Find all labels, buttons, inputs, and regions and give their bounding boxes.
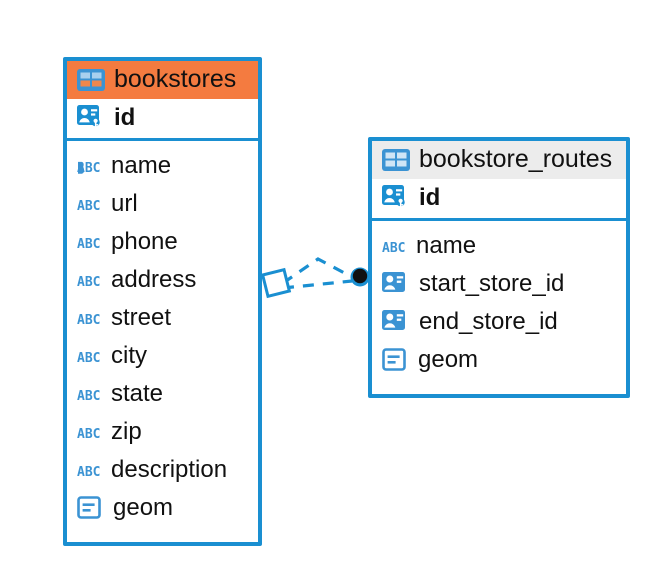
entity-table-bookstore-routes[interactable]: bookstore_routes id ABC name [368, 137, 630, 398]
field-row[interactable]: ABC address [67, 261, 258, 299]
field-row[interactable]: ABC zip [67, 413, 258, 451]
field-label: end_store_id [419, 308, 558, 336]
svg-text:ABC: ABC [77, 427, 100, 440]
foreign-key-icon [382, 272, 405, 292]
relationship-source-diamond-icon [260, 267, 292, 299]
entity-primary-key-label: id [419, 184, 441, 211]
entity-table-bookstores[interactable]: bookstores id ABC name [63, 57, 262, 546]
abc-text-icon: ABC [382, 241, 405, 254]
entity-field-list: ABC name ABC url ABC phone ABC [67, 141, 258, 534]
geometry-icon [77, 496, 101, 519]
field-row[interactable]: geom [372, 341, 626, 379]
field-row[interactable]: end_store_id [372, 303, 626, 341]
abc-text-icon: ABC [77, 199, 100, 212]
abc-text-icon: ABC [77, 465, 100, 478]
svg-text:ABC: ABC [77, 161, 100, 174]
svg-text:ABC: ABC [77, 465, 100, 478]
field-label: city [111, 342, 147, 370]
field-row[interactable]: ABC city [67, 337, 258, 375]
entity-header-bookstores[interactable]: bookstores [67, 61, 258, 99]
field-label: geom [418, 346, 479, 374]
field-label: geom [113, 494, 174, 522]
svg-text:ABC: ABC [77, 313, 100, 326]
table-icon [382, 148, 410, 171]
field-label: address [111, 266, 197, 294]
field-label: description [111, 456, 228, 484]
geometry-icon [382, 348, 406, 371]
svg-text:ABC: ABC [77, 199, 100, 212]
entity-primary-key-row[interactable]: id [67, 99, 258, 141]
entity-field-list: ABC name start_store_id [372, 221, 626, 386]
svg-text:ABC: ABC [382, 241, 405, 254]
field-row[interactable]: ABC name [67, 147, 258, 185]
abc-text-icon: ABC [77, 351, 100, 364]
field-row[interactable]: ABC name [372, 227, 626, 265]
entity-title: bookstore_routes [419, 145, 613, 173]
entity-primary-key-label: id [114, 104, 136, 131]
primary-key-icon [77, 105, 100, 128]
field-label: url [111, 190, 138, 218]
svg-text:ABC: ABC [77, 237, 100, 250]
field-label: zip [111, 418, 142, 446]
svg-text:ABC: ABC [77, 275, 100, 288]
entity-header-bookstore-routes[interactable]: bookstore_routes [372, 141, 626, 179]
field-label: name [416, 232, 477, 260]
svg-text:ABC: ABC [77, 389, 100, 402]
relationship-line-upper [282, 257, 353, 285]
svg-text:ABC: ABC [77, 351, 100, 364]
foreign-key-icon [382, 310, 405, 330]
field-row[interactable]: ABC url [67, 185, 258, 223]
abc-text-icon: ABC [77, 427, 100, 440]
field-row[interactable]: geom [67, 489, 258, 527]
primary-key-icon [382, 185, 405, 208]
relationship-target-circle-icon [350, 267, 370, 287]
field-label: state [111, 380, 164, 408]
abc-text-icon: ABC [77, 313, 100, 326]
field-label: name [111, 152, 172, 180]
entity-title: bookstores [114, 65, 237, 93]
field-row[interactable]: ABC description [67, 451, 258, 489]
abc-text-icon: ABC [77, 389, 100, 402]
field-row[interactable]: start_store_id [372, 265, 626, 303]
table-icon [77, 68, 105, 91]
entity-primary-key-row[interactable]: id [372, 179, 626, 221]
field-label: street [111, 304, 172, 332]
field-row[interactable]: ABC phone [67, 223, 258, 261]
field-label: phone [111, 228, 178, 256]
relationship-line-lower [282, 279, 353, 290]
field-label: start_store_id [419, 270, 565, 298]
abc-text-icon: ABC [77, 275, 100, 288]
abc-text-icon: ABC [77, 237, 100, 250]
field-row[interactable]: ABC state [67, 375, 258, 413]
abc-text-icon: ABC [77, 161, 100, 174]
field-row[interactable]: ABC street [67, 299, 258, 337]
